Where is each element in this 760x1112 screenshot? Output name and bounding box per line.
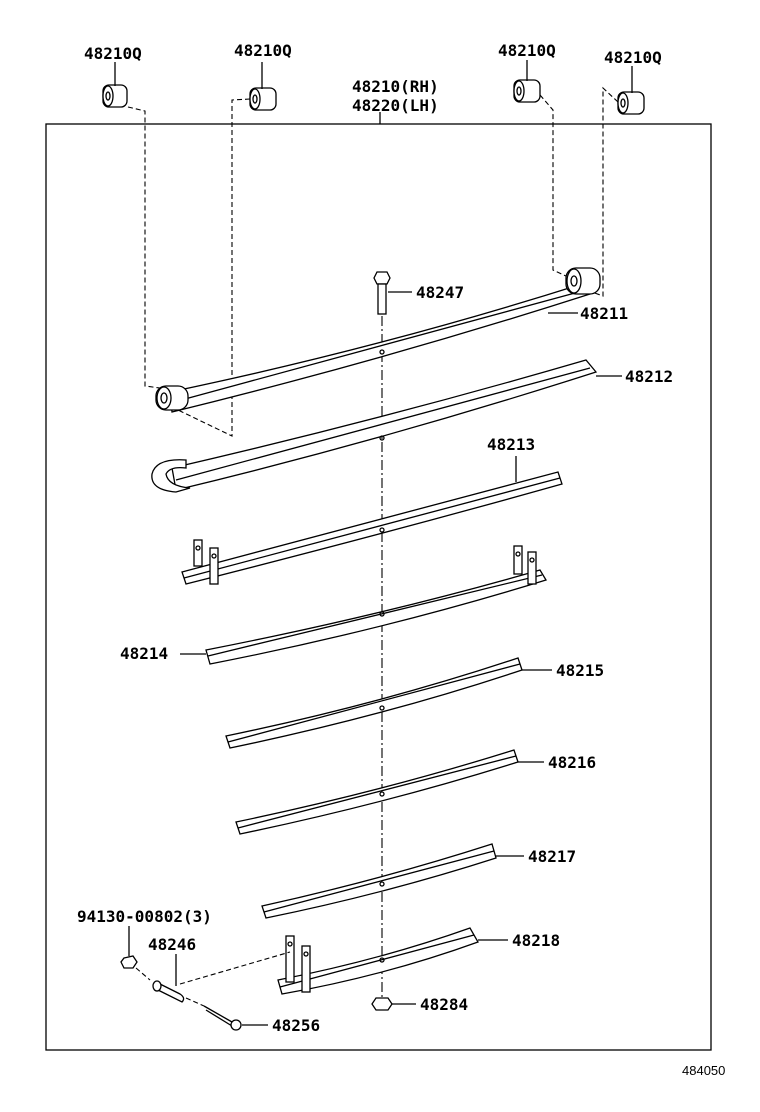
leaf-1-main [155,267,601,413]
align-line-right-outer [591,86,619,297]
label-spring-rh: 48210(RH) [352,77,439,96]
align-line-left-outer [127,106,161,389]
center-bolt-icon [373,271,391,315]
align-line-clip-2 [185,997,205,1007]
leaf-6 [235,749,519,835]
label-spring-lh: 48220(LH) [352,96,439,115]
label-leaf-7: 48217 [528,847,576,866]
label-spacer-pin: 48246 [148,935,196,954]
label-small-nut: 94130-00802(3) [77,907,212,926]
label-leaf-3: 48213 [487,435,535,454]
label-bushing-3: 48210Q [498,41,556,60]
label-center-bolt: 48247 [416,283,464,302]
center-nut-icon [371,997,393,1011]
bushing-4-icon [617,91,645,115]
bushing-3-icon [513,79,541,103]
label-bushing-2: 48210Q [234,41,292,60]
label-leaf-5: 48215 [556,661,604,680]
figure-id: 484050 [682,1063,725,1078]
leaf-2-wrapper [151,359,598,493]
small-nut-icon [120,955,138,969]
leaf-8-with-clip [277,927,479,995]
label-leaf-4: 48214 [120,644,168,663]
label-clip-bolt: 48256 [272,1016,320,1035]
align-line-clip [135,967,151,981]
label-bushing-4: 48210Q [604,48,662,67]
leaf-4-with-clips [205,545,547,665]
label-center-nut: 48284 [420,995,468,1014]
label-leaf-1: 48211 [580,304,628,323]
label-leaf-8: 48218 [512,931,560,950]
label-bushing-1: 48210Q [84,44,142,63]
spacer-pin-icon [152,980,185,1003]
diagram-frame [45,123,712,1051]
bushing-2-icon [249,87,277,111]
clip-bolt-icon [203,1005,242,1031]
bushing-1-icon [102,84,128,108]
leaf-7 [261,843,497,919]
label-leaf-6: 48216 [548,753,596,772]
leaf-3-with-clips [181,471,563,585]
align-line-right-inner [539,94,571,279]
align-line-left-inner [177,98,251,437]
label-leaf-2: 48212 [625,367,673,386]
align-line-clip-3 [179,951,291,985]
leaf-5 [225,657,523,749]
